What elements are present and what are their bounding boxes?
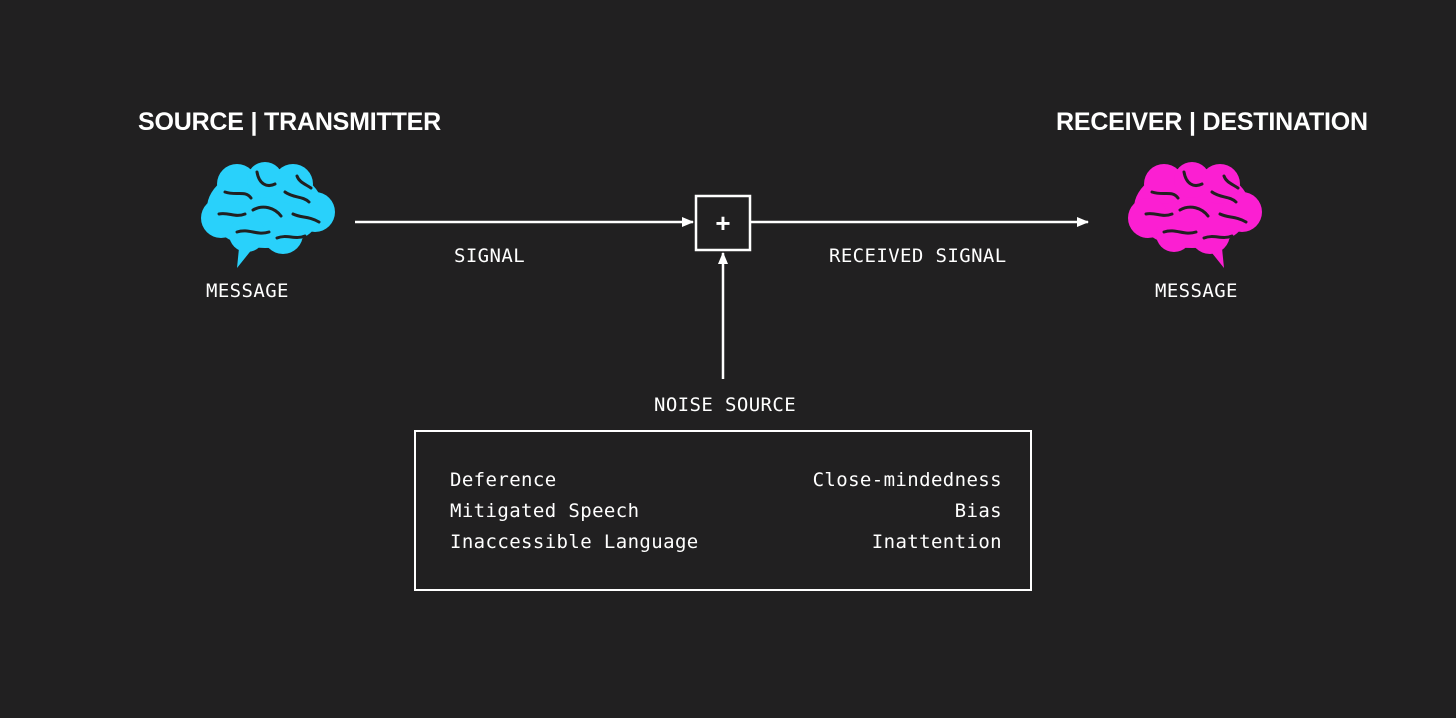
adder-symbol: + [715,208,731,238]
source-message-label: MESSAGE [206,280,289,302]
noise-list-right: Close-mindedness Bias Inattention [813,468,1002,554]
signal-label: SIGNAL [454,245,526,267]
received-signal-label: RECEIVED SIGNAL [829,245,1007,267]
noise-item: Inaccessible Language [450,531,699,553]
noise-item: Deference [450,469,557,491]
noise-list-left: Deference Mitigated Speech Inaccessible … [450,468,699,554]
receiver-brain-icon [1128,162,1262,268]
noise-item: Inattention [871,531,1002,553]
source-brain-icon [201,162,335,268]
noise-item: Bias [954,500,1002,522]
receiver-title: RECEIVER | DESTINATION [1056,108,1368,136]
noise-item: Mitigated Speech [450,500,640,522]
adder-box [694,194,752,252]
receiver-message-label: MESSAGE [1155,280,1238,302]
noise-source-label: NOISE SOURCE [654,394,797,416]
source-title: SOURCE | TRANSMITTER [138,108,441,136]
noise-item: Close-mindedness [812,469,1002,491]
noise-source-box: Deference Mitigated Speech Inaccessible … [414,430,1032,591]
